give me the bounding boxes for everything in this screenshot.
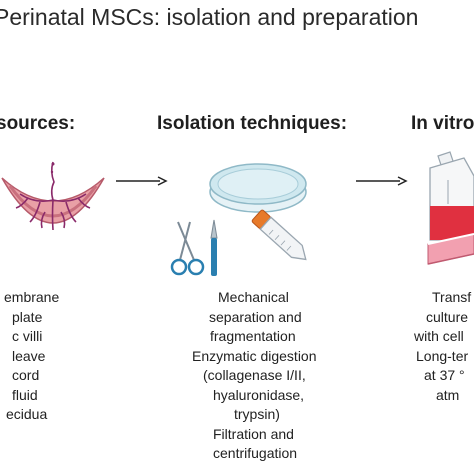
list-item: at 37 ° bbox=[424, 367, 465, 383]
list-item: centrifugation bbox=[213, 445, 298, 461]
list-item: Long-ter bbox=[416, 347, 469, 364]
list-item: atm bbox=[436, 386, 460, 403]
list-item: trypsin) bbox=[234, 406, 280, 422]
list-item: embrane bbox=[4, 289, 60, 305]
isolation-heading: Isolation techniques: bbox=[157, 113, 348, 134]
list-item: separation and bbox=[209, 308, 302, 325]
scissors-icon bbox=[170, 221, 205, 276]
list-item: c villi bbox=[12, 328, 43, 344]
list-item: Mechanical bbox=[218, 289, 289, 305]
list-item: fluid bbox=[12, 386, 38, 403]
list-item: ecidua bbox=[6, 406, 48, 422]
scalpel-icon bbox=[210, 219, 218, 276]
list-item: cord bbox=[12, 367, 40, 383]
list-item: (collagenase I/II, bbox=[203, 367, 306, 383]
list-item: Enzymatic digestion bbox=[192, 347, 317, 364]
culture-flask-icon bbox=[429, 151, 474, 241]
petri-dish-icon bbox=[209, 163, 307, 213]
culture-plate-icon bbox=[427, 233, 474, 265]
in-vitro-list: Transf culture with cell Long-ter at 37 … bbox=[0, 288, 474, 405]
sources-heading: sources: bbox=[0, 113, 76, 134]
isolation-list: Mechanical separation and fragmentation … bbox=[0, 288, 474, 464]
list-item: with cell bbox=[414, 328, 464, 344]
list-item: fragmentation bbox=[210, 328, 296, 344]
arrow-right-icon bbox=[116, 176, 168, 186]
list-item: leave bbox=[12, 347, 46, 364]
list-item: culture bbox=[426, 308, 469, 325]
conical-tube-icon bbox=[251, 209, 307, 261]
figure-title: Perinatal MSCs: isolation and preparatio… bbox=[0, 4, 419, 30]
sources-list: embrane plate c villi leave cord fluid e… bbox=[4, 288, 59, 425]
placenta-icon bbox=[1, 161, 105, 231]
list-item: plate bbox=[12, 308, 43, 325]
list-item: hyaluronidase, bbox=[213, 386, 305, 403]
arrow-right-icon bbox=[356, 176, 408, 186]
list-item: Transf bbox=[432, 289, 472, 305]
in-vitro-heading: In vitro bbox=[411, 113, 474, 134]
list-item: Filtration and bbox=[213, 425, 294, 442]
